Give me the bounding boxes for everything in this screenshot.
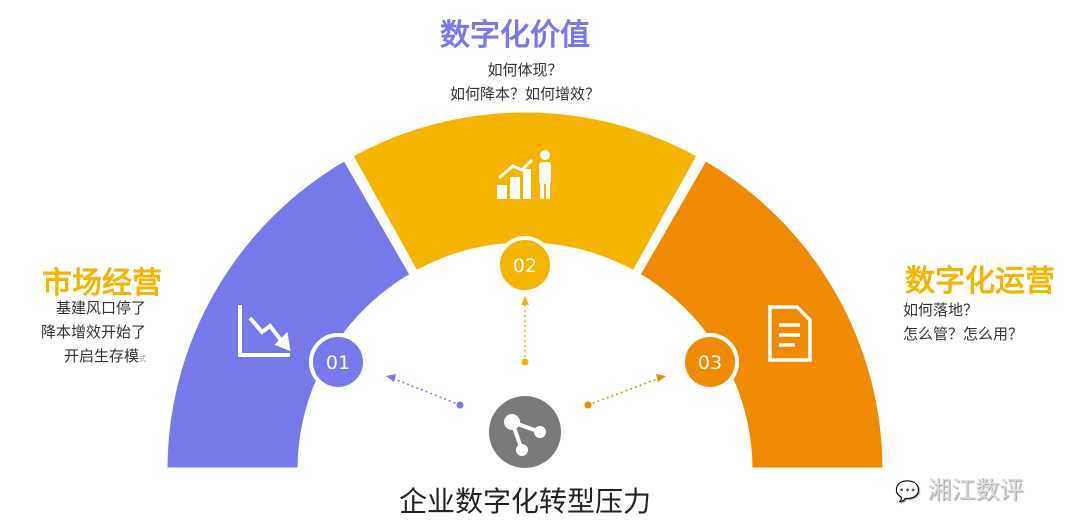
desc-line: 开启生存模 bbox=[63, 347, 139, 365]
watermark: 💬 湘江数评 bbox=[895, 470, 1024, 505]
segment-1 bbox=[162, 154, 416, 473]
step-number: 01 bbox=[326, 352, 350, 374]
segment-2-desc: 如何体现？ 如何降本？如何增效？ bbox=[420, 58, 630, 106]
desc-tail: 式 bbox=[139, 355, 146, 363]
wechat-icon: 💬 bbox=[895, 479, 920, 503]
segment-1-desc: 基建风口停了 降本增效开始了 开启生存模式 bbox=[41, 296, 146, 371]
desc-line: 基建风口停了 bbox=[55, 299, 146, 317]
trend-down-icon bbox=[238, 305, 291, 357]
step-badge-2 bbox=[496, 236, 554, 294]
arrow-03 bbox=[587, 377, 661, 406]
desc-line: 如何体现？ bbox=[487, 61, 563, 79]
segment-2-title: 数字化价值 bbox=[440, 18, 590, 53]
segment-3 bbox=[634, 154, 888, 473]
desc-line: 如何落地？ bbox=[903, 301, 979, 319]
segment-3-desc: 如何落地？ 怎么管？怎么用？ bbox=[903, 298, 1023, 346]
watermark-text: 湘江数评 bbox=[927, 476, 1024, 504]
desc-line: 如何降本？如何增效？ bbox=[449, 85, 600, 103]
step-badge-3 bbox=[681, 333, 739, 391]
hub-share-icon bbox=[489, 396, 561, 468]
growth-person-icon bbox=[497, 150, 551, 199]
step-badge-1 bbox=[309, 333, 367, 391]
center-title: 企业数字化转型压力 bbox=[398, 485, 651, 518]
arrow-01 bbox=[391, 377, 461, 406]
desc-line: 怎么管？怎么用？ bbox=[903, 325, 1024, 343]
desc-line: 降本增效开始了 bbox=[40, 323, 146, 341]
document-icon bbox=[768, 305, 812, 362]
step-number: 02 bbox=[513, 255, 537, 277]
step-number: 03 bbox=[698, 352, 722, 374]
segment-3-title: 数字化运营 bbox=[905, 264, 1055, 299]
segment-1-title: 市场经营 bbox=[42, 266, 162, 301]
